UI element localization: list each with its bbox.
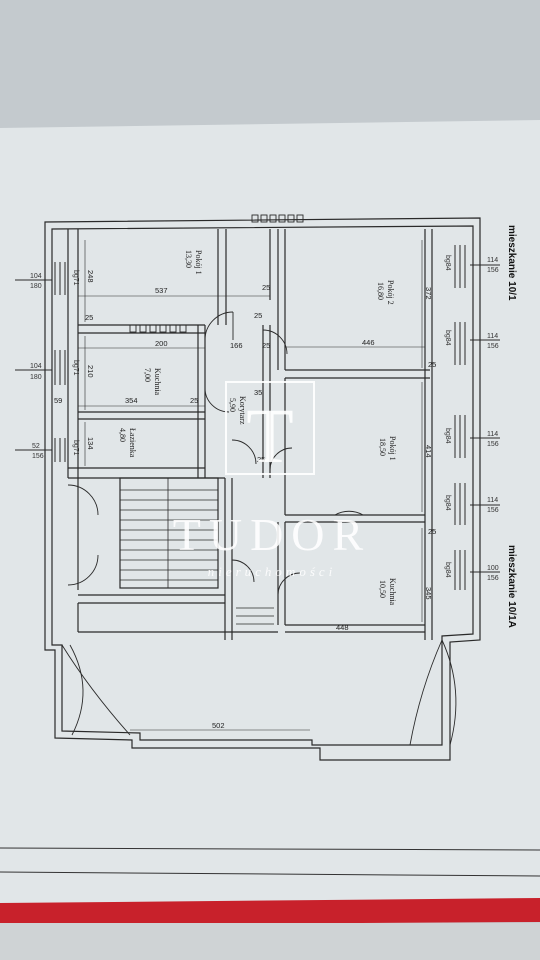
dimension-labels: 537 248 25 200 166 25 446 210 354 25 59 … [54,270,436,730]
dimension-label: 25 [428,527,436,536]
red-stripe [0,898,540,925]
heading-apartment-10-1a: mieszkanie 10/1A [506,545,517,628]
dimension-label: 25 [262,283,270,292]
doors [61,311,457,746]
window-width: 52 [32,443,40,450]
window-width: 114 [487,431,498,438]
window-height: 156 [487,343,499,350]
window-type: bg71 [72,440,79,456]
room-area: 16,80 [376,282,385,300]
outer-wall [44,217,481,761]
dimension-label: 25 [257,455,265,464]
dimension-lines [78,240,425,731]
watermark-sub: nieruchomości [208,564,337,579]
room-area: 13,30 [184,250,193,268]
room-area: 4,80 [118,428,127,442]
window-height: 156 [487,441,499,448]
room-area: 7,00 [143,368,152,382]
watermark-logo: T TUDOR nieruchomości [173,381,371,579]
window-marks [15,245,500,590]
window-width: 114 [487,497,498,504]
dimension-label: 448 [336,623,349,632]
dimension-label: 200 [155,339,168,348]
window-type: bg84 [444,495,451,511]
dimension-label: 25 [190,396,198,405]
dimension-label: 134 [86,437,95,450]
dimension-label: 59 [54,396,62,405]
dimension-label: 25 [85,313,93,322]
staircase [120,478,274,625]
dimension-label: 345 [424,587,433,600]
room-area: 5,90 [228,398,237,412]
room-labels: Pokój 1 13,30 Pokój 2 16,80 Kuchnia 7,00… [118,250,397,606]
room-area: 10,50 [378,580,387,598]
dimension-label: 210 [86,365,95,378]
watermark-frame [225,381,315,475]
dimension-label: 25 [254,311,262,320]
window-width: 104 [30,273,42,280]
window-type: bg84 [444,428,451,444]
paper-sheet [0,120,540,905]
dimension-label: 372 [424,287,433,300]
ventilation-ducts [129,214,304,333]
floor-plan [44,217,481,761]
dimension-label: 35 [254,388,262,397]
window-height: 156 [487,575,499,582]
watermark-letter: T [246,392,294,479]
window-type: bg84 [444,330,451,346]
window-annotations: 104 180 bg71 104 180 bg71 52 156 bg71 11… [30,255,499,582]
dimension-label: 502 [212,721,225,730]
window-width: 104 [30,363,42,370]
dimension-label: 414 [424,445,433,458]
dimension-label: 25 [428,360,436,369]
dimension-label: 354 [125,396,138,405]
room-name: Pokój 2 [386,280,395,305]
dimension-label: 537 [155,286,168,295]
window-width: 100 [487,565,499,572]
window-type: bg71 [72,360,79,376]
room-name: Pokój 1 [194,250,203,275]
window-height: 180 [30,374,42,381]
window-height: 180 [30,283,42,290]
window-type: bg84 [444,562,451,578]
dimension-label: 248 [86,270,95,283]
room-name: Kuchnia [388,578,397,606]
dimension-label: 25 [262,341,270,350]
room-name: Korytarz [238,396,247,425]
room-name: Łazienka [128,428,137,458]
room-area: 18,50 [378,438,387,456]
window-height: 156 [487,267,499,274]
dimension-label: 166 [230,341,243,350]
window-height: 156 [32,453,44,460]
dimension-label: 446 [362,338,375,347]
room-name: Kuchnia [153,368,162,396]
window-width: 114 [487,257,498,264]
watermark-word: TUDOR [173,509,371,560]
window-height: 156 [487,507,499,514]
window-width: 114 [487,333,498,340]
room-name: Pokój 1 [388,436,397,461]
heading-apartment-10-1: mieszkanie 10/1 [506,225,517,301]
window-type: bg71 [72,270,79,286]
window-type: bg84 [444,255,451,271]
